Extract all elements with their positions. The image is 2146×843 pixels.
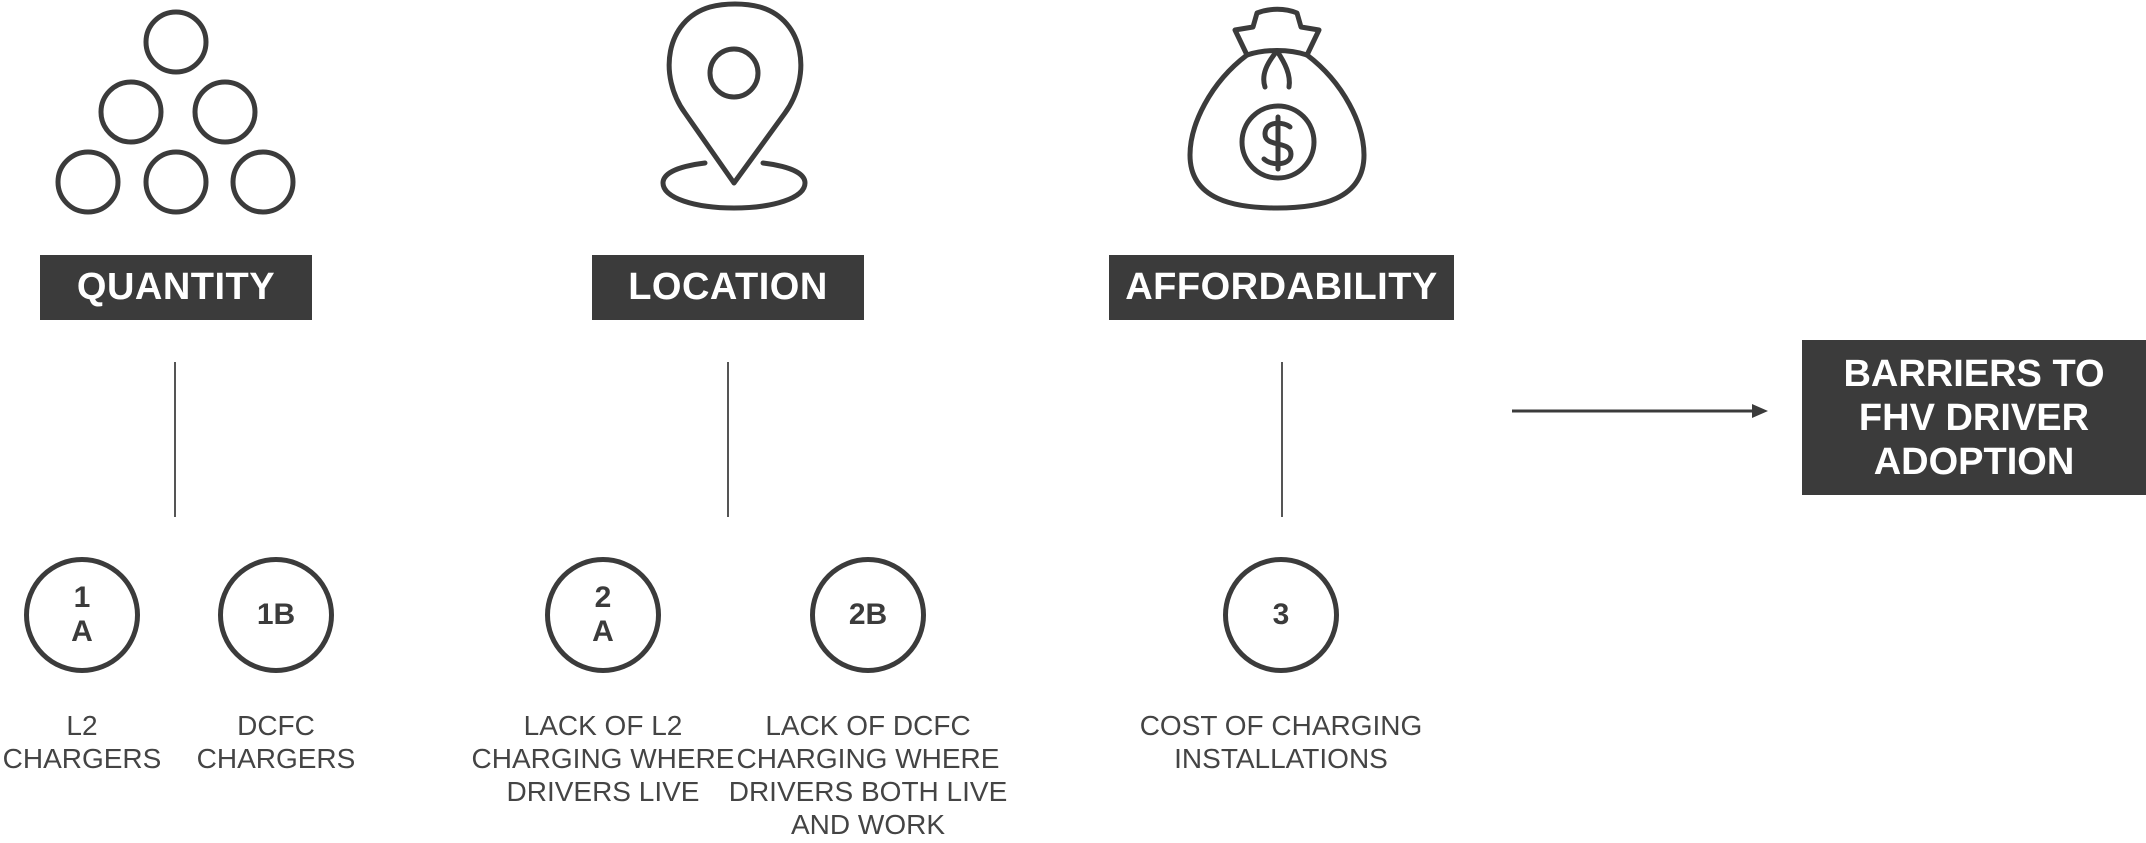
arrow-right-icon (1512, 404, 1768, 418)
barriers-line2: FHV DRIVER (1858, 396, 2090, 439)
money-bag-icon (1187, 6, 1367, 211)
badge-2b-line1: 2B (848, 598, 888, 631)
desc-1a-line1: L2 (66, 710, 98, 741)
desc-2a-line2: CHARGING WHERE (471, 743, 735, 774)
circles-pyramid-icon (55, 9, 296, 215)
badge-3: 3 (1223, 557, 1339, 673)
category-affordability: AFFORDABILITY (1109, 255, 1454, 320)
badge-2a-line2: A (592, 615, 614, 648)
barriers-line3: ADOPTION (1873, 440, 2075, 483)
desc-2a-line1: LACK OF L2 (523, 710, 683, 741)
barriers-box: BARRIERS TO FHV DRIVER ADOPTION (1802, 340, 2146, 495)
connector-line-quantity (174, 362, 176, 517)
badge-2b: 2B (810, 557, 926, 673)
desc-3: COST OF CHARGING INSTALLATIONS (1121, 709, 1441, 775)
map-pin-icon (660, 1, 808, 211)
category-quantity: QUANTITY (40, 255, 312, 320)
badge-2a-line1: 2 (594, 581, 612, 614)
badge-1a: 1 A (24, 557, 140, 673)
badge-3-line1: 3 (1272, 598, 1290, 631)
badge-1a-line1: 1 (73, 581, 91, 614)
desc-1a: L2 CHARGERS (0, 709, 172, 775)
desc-2b-line1: LACK OF DCFC (765, 710, 971, 741)
desc-2a: LACK OF L2 CHARGING WHERE DRIVERS LIVE (463, 709, 743, 808)
desc-2b-line4: AND WORK (791, 809, 945, 840)
category-location: LOCATION (592, 255, 864, 320)
desc-2b: LACK OF DCFC CHARGING WHERE DRIVERS BOTH… (728, 709, 1008, 841)
desc-3-line1: COST OF CHARGING (1139, 710, 1423, 741)
barriers-line1: BARRIERS TO (1843, 352, 2105, 395)
desc-2a-line3: DRIVERS LIVE (506, 776, 700, 807)
badge-1a-line2: A (71, 615, 93, 648)
badge-2a: 2 A (545, 557, 661, 673)
badge-1b: 1B (218, 557, 334, 673)
desc-2b-line3: DRIVERS BOTH LIVE (728, 776, 1008, 807)
connector-line-affordability (1281, 362, 1283, 517)
desc-1b: DCFC CHARGERS (186, 709, 366, 775)
badge-1b-line1: 1B (256, 598, 296, 631)
desc-1a-line2: CHARGERS (2, 743, 162, 774)
desc-1b-line2: CHARGERS (196, 743, 356, 774)
connector-line-location (727, 362, 729, 517)
desc-3-line2: INSTALLATIONS (1174, 743, 1388, 774)
desc-2b-line2: CHARGING WHERE (736, 743, 1000, 774)
desc-1b-line1: DCFC (237, 710, 315, 741)
